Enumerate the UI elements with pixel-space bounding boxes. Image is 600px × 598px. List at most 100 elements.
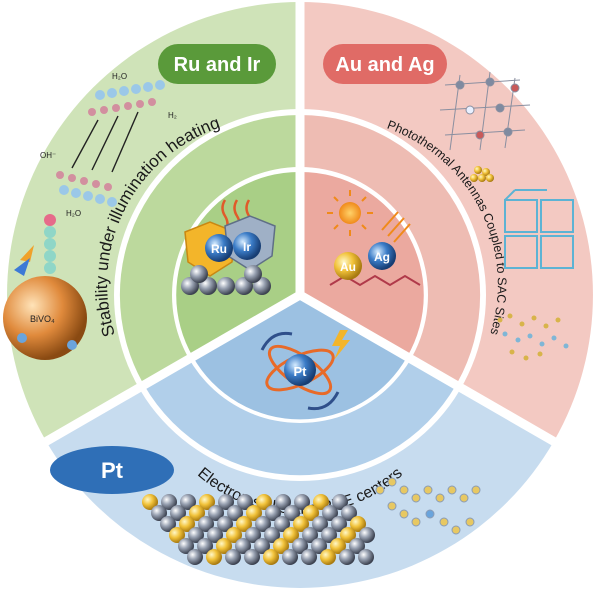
svg-text:Ir: Ir bbox=[243, 240, 251, 254]
lattice-atom bbox=[180, 494, 196, 510]
ru-ir-badge: Ru and Ir bbox=[158, 44, 276, 84]
molecule-chain bbox=[14, 214, 56, 276]
lattice-atom bbox=[188, 527, 204, 543]
lattice-atom bbox=[358, 549, 374, 565]
lattice-atom bbox=[236, 516, 252, 532]
lattice-atom bbox=[151, 505, 167, 521]
lattice-atom bbox=[293, 516, 309, 532]
lattice-atom bbox=[170, 505, 186, 521]
crystal-lattice-top bbox=[439, 71, 531, 151]
lattice-atom bbox=[217, 516, 233, 532]
svg-text:Au: Au bbox=[340, 260, 356, 274]
lattice-atom bbox=[208, 505, 224, 521]
ru-atom: Ru bbox=[205, 234, 233, 262]
lattice-atom bbox=[273, 538, 289, 554]
lattice-atom bbox=[197, 538, 213, 554]
dotted-network bbox=[497, 313, 569, 361]
molecule-label-h2o-bottom: H₂O bbox=[66, 209, 81, 218]
gold-cluster bbox=[470, 166, 494, 182]
lattice-atom bbox=[312, 516, 328, 532]
lattice-atom bbox=[349, 538, 365, 554]
lattice-atom bbox=[160, 516, 176, 532]
lattice-atom bbox=[207, 527, 223, 543]
lattice-atom bbox=[340, 527, 356, 543]
au-atom: Au bbox=[334, 252, 362, 280]
ir-atom: Ir bbox=[233, 232, 261, 260]
lattice-atom bbox=[227, 505, 243, 521]
mof-framework bbox=[504, 189, 574, 269]
lattice-atom bbox=[263, 549, 279, 565]
lattice-atom bbox=[282, 549, 298, 565]
lattice-atom bbox=[283, 527, 299, 543]
lattice-atom bbox=[332, 494, 348, 510]
svg-text:Pt: Pt bbox=[101, 458, 124, 483]
lattice-atom bbox=[199, 494, 215, 510]
lattice-atom bbox=[311, 538, 327, 554]
svg-text:Pt: Pt bbox=[294, 364, 308, 379]
lattice-atom bbox=[339, 549, 355, 565]
lattice-atom bbox=[142, 494, 158, 510]
lattice-atom bbox=[179, 516, 195, 532]
svg-text:Ru and Ir: Ru and Ir bbox=[174, 54, 261, 76]
lattice-atom bbox=[206, 549, 222, 565]
lattice-atom bbox=[244, 549, 260, 565]
lattice-atom bbox=[198, 516, 214, 532]
lattice-atom bbox=[274, 516, 290, 532]
light-rays-icon bbox=[381, 211, 411, 243]
svg-text:Au and Ag: Au and Ag bbox=[335, 54, 434, 76]
lattice-atom bbox=[359, 527, 375, 543]
lattice-atom bbox=[189, 505, 205, 521]
lattice-arrows bbox=[71, 111, 139, 173]
lattice-atom bbox=[254, 538, 270, 554]
lattice-atom bbox=[246, 505, 262, 521]
ru-ir-lattice-top bbox=[88, 80, 165, 116]
lattice-atom bbox=[350, 516, 366, 532]
lattice-atom bbox=[225, 549, 241, 565]
pt-atom: Pt bbox=[284, 354, 316, 386]
lattice-atom bbox=[330, 538, 346, 554]
molecule-label-h2o-top: H₂O bbox=[112, 72, 127, 81]
sun-icon bbox=[327, 190, 373, 236]
support-spheres bbox=[181, 265, 271, 295]
ag-atom: Ag bbox=[368, 242, 396, 270]
bivo4-particle: BiVO₄ bbox=[3, 276, 87, 360]
lattice-atom bbox=[321, 527, 337, 543]
lattice-atom bbox=[292, 538, 308, 554]
molecule-label-oh: OH⁻ bbox=[40, 151, 56, 160]
lattice-atom bbox=[216, 538, 232, 554]
lattice-atom bbox=[313, 494, 329, 510]
pt-network bbox=[375, 477, 481, 535]
pt-badge: Pt bbox=[50, 446, 174, 494]
sector-dividers bbox=[37, 0, 563, 449]
lattice-atom bbox=[284, 505, 300, 521]
lattice-atom bbox=[256, 494, 272, 510]
lattice-atom bbox=[294, 494, 310, 510]
lattice-atom bbox=[218, 494, 234, 510]
molecule-label-h2: H₂ bbox=[168, 111, 177, 120]
lightning-icon bbox=[332, 330, 350, 360]
lattice-atom bbox=[302, 527, 318, 543]
svg-text:Ru: Ru bbox=[211, 242, 227, 256]
lattice-atom bbox=[264, 527, 280, 543]
lattice-atom bbox=[265, 505, 281, 521]
lattice-atom bbox=[169, 527, 185, 543]
svg-text:BiVO₄: BiVO₄ bbox=[30, 314, 55, 324]
lattice-atom bbox=[275, 494, 291, 510]
lattice-atom bbox=[301, 549, 317, 565]
lattice-atom bbox=[187, 549, 203, 565]
lattice-atom bbox=[235, 538, 251, 554]
lattice-atom bbox=[161, 494, 177, 510]
lattice-atom bbox=[341, 505, 357, 521]
lattice-atom bbox=[178, 538, 194, 554]
svg-text:Ag: Ag bbox=[374, 250, 390, 264]
au-ag-badge: Au and Ag bbox=[323, 44, 447, 84]
lattice-atom bbox=[320, 549, 336, 565]
lattice-atom bbox=[303, 505, 319, 521]
lattice-atom bbox=[226, 527, 242, 543]
lattice-atom bbox=[237, 494, 253, 510]
ru-ir-lattice-bottom bbox=[56, 171, 117, 207]
lattice-atom bbox=[322, 505, 338, 521]
lattice-atom bbox=[331, 516, 347, 532]
